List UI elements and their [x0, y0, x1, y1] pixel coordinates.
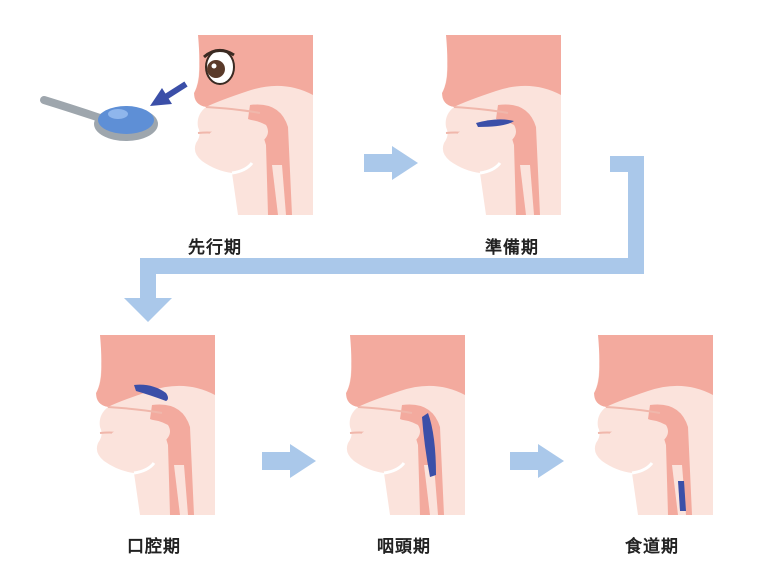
stage-panel-preparatory	[434, 33, 563, 217]
stage-label-oral: 口腔期	[127, 537, 181, 557]
stage-panel-esophageal	[586, 333, 715, 517]
bolus-mark	[134, 384, 168, 401]
bolus-mark	[476, 119, 514, 127]
eye-icon	[203, 49, 235, 85]
stage-label-preparatory: 準備期	[485, 238, 539, 258]
stage-label-anticipatory: 先行期	[188, 238, 242, 258]
eye-gaze-arrow-icon	[150, 81, 188, 106]
stage-panel-anticipatory	[186, 33, 315, 217]
stage-label-pharyngeal: 咽頭期	[377, 537, 431, 557]
stage-label-esophageal: 食道期	[625, 537, 679, 557]
flow-arrow-icon	[124, 146, 644, 478]
stage-panel-oral	[88, 333, 217, 517]
bolus-mark	[678, 481, 686, 511]
spoon-icon	[40, 96, 158, 141]
bolus-mark	[422, 413, 436, 477]
stage-panel-pharyngeal	[338, 333, 467, 517]
